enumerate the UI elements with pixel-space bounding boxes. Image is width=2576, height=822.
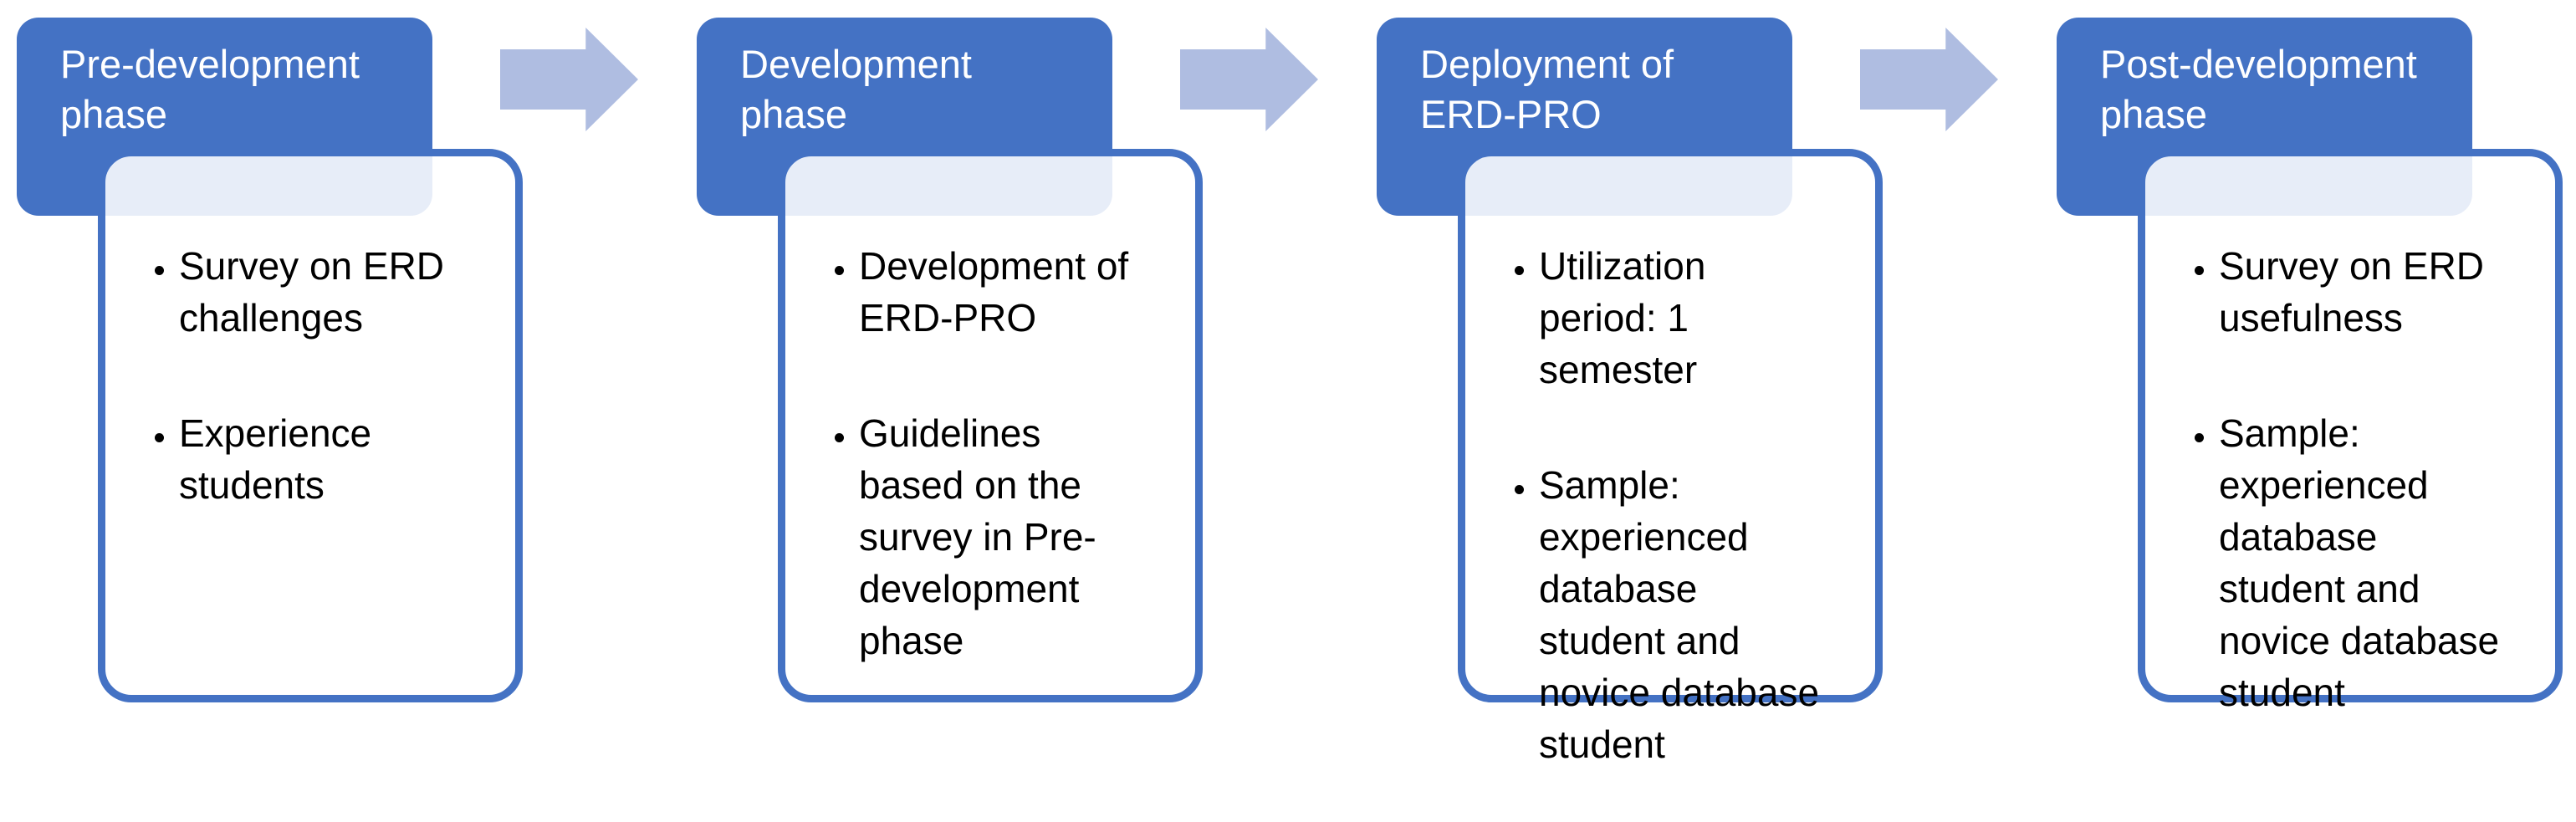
- bullet-item: Survey on ERD usefulness: [2219, 240, 2540, 344]
- phase-card-post-development: Post-development phase Survey on ERD use…: [2057, 0, 2576, 714]
- phase-card-development: Development phase Development of ERD-PRO…: [697, 0, 1219, 711]
- phase-title: Development phase: [740, 42, 972, 136]
- phase-title: Post-development phase: [2100, 42, 2417, 136]
- phase-body: Survey on ERD usefulness Sample: experie…: [2138, 149, 2563, 714]
- bullet-list: Survey on ERD challenges Experience stud…: [105, 156, 515, 563]
- phase-title: Pre-development phase: [60, 42, 360, 136]
- phase-body: Utilization period: 1 semester Sample: e…: [1458, 149, 1883, 766]
- bullet-list: Utilization period: 1 semester Sample: e…: [1465, 156, 1875, 822]
- phase-body: Survey on ERD challenges Experience stud…: [98, 149, 523, 702]
- bullet-item: Experience students: [179, 407, 500, 511]
- bullet-list: Development of ERD-PRO Guidelines based …: [785, 156, 1195, 718]
- bullet-list: Survey on ERD usefulness Sample: experie…: [2145, 156, 2555, 770]
- bullet-item: Guidelines based on the survey in Pre- d…: [859, 407, 1180, 666]
- phase-title: Deployment of ERD-PRO: [1420, 42, 1674, 136]
- bullet-item: Development of ERD-PRO: [859, 240, 1180, 344]
- phase-card-pre-development: Pre-development phase Survey on ERD chal…: [17, 0, 539, 711]
- phase-card-deployment: Deployment of ERD-PRO Utilization period…: [1377, 0, 1899, 766]
- process-diagram: Pre-development phase Survey on ERD chal…: [0, 0, 2576, 711]
- phase-body: Development of ERD-PRO Guidelines based …: [778, 149, 1203, 702]
- bullet-item: Utilization period: 1 semester: [1539, 240, 1860, 396]
- bullet-item: Sample: experienced database student and…: [2219, 407, 2540, 718]
- bullet-item: Sample: experienced database student and…: [1539, 459, 1860, 770]
- bullet-item: Survey on ERD challenges: [179, 240, 500, 344]
